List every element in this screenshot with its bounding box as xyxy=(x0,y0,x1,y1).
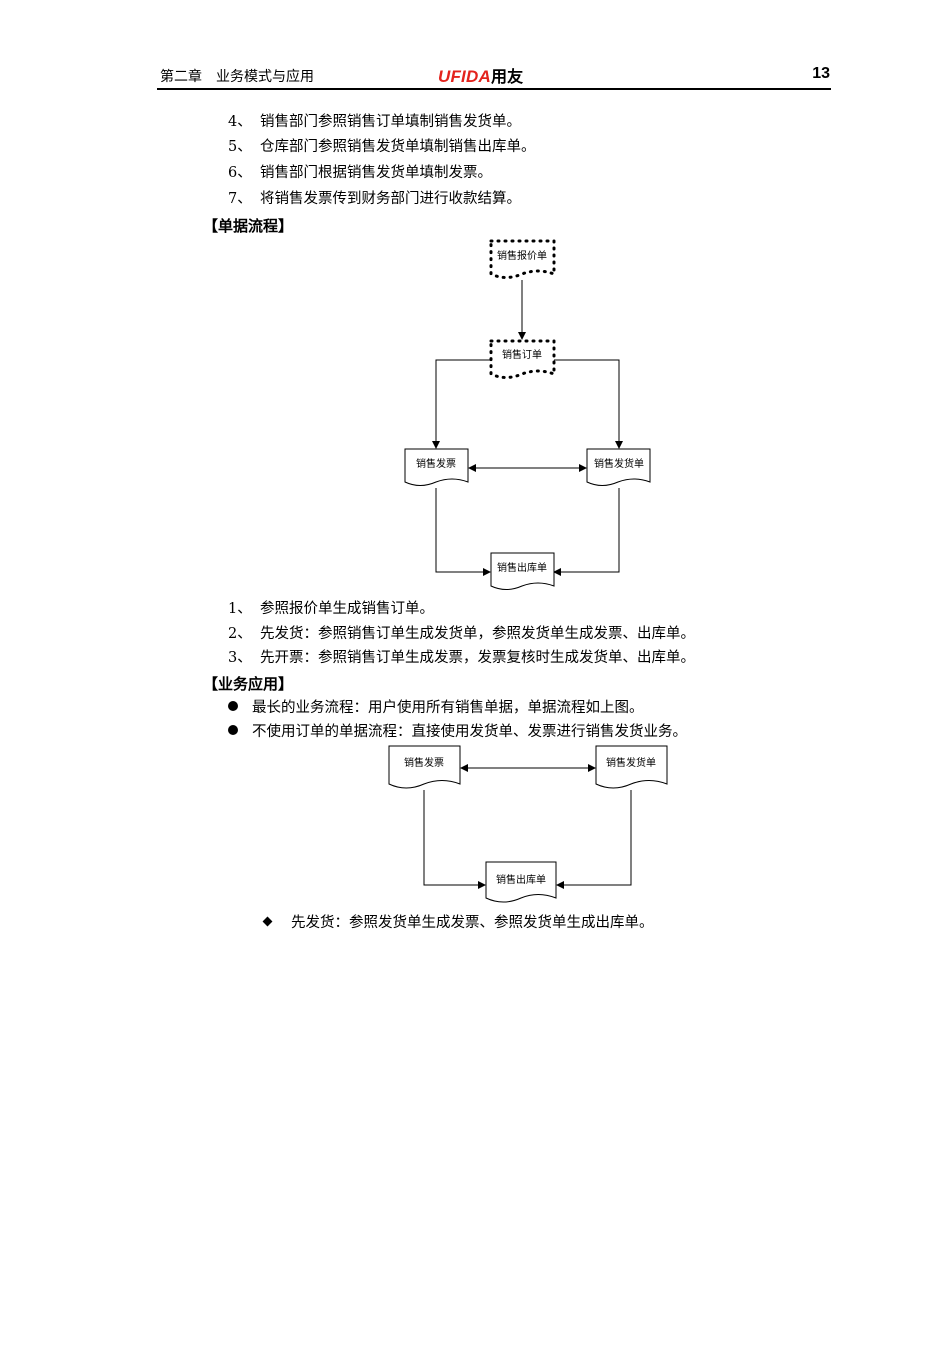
arrow-order-invoice xyxy=(432,359,491,449)
node-outbound-label: 销售出库单 xyxy=(497,561,547,574)
page-number: 13 xyxy=(812,65,830,82)
node-invoice: 销售发票 xyxy=(388,745,461,789)
bullet-dot-icon xyxy=(228,725,238,735)
arrow-invoice-outbound xyxy=(423,790,486,889)
node-delivery-label: 销售发货单 xyxy=(594,457,644,470)
node-quote: 销售报价单 xyxy=(489,239,556,279)
step-text: 先发货：参照销售订单生成发货单，参照发货单生成发票、出库单。 xyxy=(260,626,695,642)
step-number: 2、 xyxy=(228,626,252,642)
step-item: 1、参照报价单生成销售订单。 xyxy=(228,599,434,619)
bullet-text: 不使用订单的单据流程：直接使用发货单、发票进行销售发货业务。 xyxy=(252,724,687,740)
node-delivery: 销售发货单 xyxy=(586,448,651,486)
step-number: 5、 xyxy=(228,139,252,155)
sub-bullet-item: 先发货：参照发货单生成发票、参照发货单生成出库单。 xyxy=(262,913,654,933)
step-number: 4、 xyxy=(228,114,252,130)
step-item: 7、将销售发票传到财务部门进行收款结算。 xyxy=(228,189,521,209)
step-item: 3、先开票：参照销售订单生成发票，发票复核时生成发货单、出库单。 xyxy=(228,648,695,668)
bullet-item: 不使用订单的单据流程：直接使用发货单、发票进行销售发货业务。 xyxy=(228,722,687,742)
section-doc-flow: 【单据流程】 xyxy=(203,217,294,235)
step-text: 参照报价单生成销售订单。 xyxy=(260,601,434,617)
step-text: 销售部门参照销售订单填制销售发货单。 xyxy=(260,114,521,130)
step-item: 2、先发货：参照销售订单生成发货单，参照发货单生成发票、出库单。 xyxy=(228,624,695,644)
node-outbound-label: 销售出库单 xyxy=(496,873,546,886)
node-outbound: 销售出库单 xyxy=(490,552,555,590)
step-text: 销售部门根据销售发货单填制发票。 xyxy=(260,165,492,181)
step-item: 5、仓库部门参照销售发货单填制销售出库单。 xyxy=(228,137,536,157)
header-rule xyxy=(157,88,831,90)
section-biz-app: 【业务应用】 xyxy=(203,675,294,693)
arrow-delivery-outbound xyxy=(553,488,620,576)
step-text: 先开票：参照销售订单生成发票，发票复核时生成发货单、出库单。 xyxy=(260,650,695,666)
step-item: 6、销售部门根据销售发货单填制发票。 xyxy=(228,163,492,183)
ufida-logo: UFIDA用友 xyxy=(438,63,523,87)
arrow-delivery-outbound xyxy=(556,790,632,889)
step-item: 4、销售部门参照销售订单填制销售发货单。 xyxy=(228,112,521,132)
bullet-item: 最长的业务流程：用户使用所有销售单据，单据流程如上图。 xyxy=(228,698,644,718)
step-number: 3、 xyxy=(228,650,252,666)
step-text: 将销售发票传到财务部门进行收款结算。 xyxy=(260,191,521,207)
node-delivery-label: 销售发货单 xyxy=(606,756,656,769)
step-number: 1、 xyxy=(228,601,252,617)
step-number: 7、 xyxy=(228,191,252,207)
node-invoice-label: 销售发票 xyxy=(416,457,456,470)
node-delivery: 销售发货单 xyxy=(595,745,668,789)
node-outbound: 销售出库单 xyxy=(485,861,557,903)
step-text: 仓库部门参照销售发货单填制销售出库单。 xyxy=(260,139,536,155)
diamond-bullet-icon xyxy=(262,916,273,927)
logo-cn: 用友 xyxy=(490,69,524,86)
arrow-order-delivery xyxy=(554,359,623,449)
node-order: 销售订单 xyxy=(489,339,556,379)
logo-brand: UFIDA xyxy=(438,67,491,86)
step-number: 6、 xyxy=(228,165,252,181)
bullet-dot-icon xyxy=(228,701,238,711)
bullet-text: 最长的业务流程：用户使用所有销售单据，单据流程如上图。 xyxy=(252,700,644,716)
node-order-label: 销售订单 xyxy=(502,348,542,361)
node-invoice-label: 销售发票 xyxy=(404,756,444,769)
sub-bullet-text: 先发货：参照发货单生成发票、参照发货单生成出库单。 xyxy=(291,915,654,931)
chapter-title: 第二章 业务模式与应用 xyxy=(160,69,314,85)
node-invoice: 销售发票 xyxy=(404,448,469,486)
arrow-invoice-outbound xyxy=(435,488,491,576)
node-quote-label: 销售报价单 xyxy=(497,249,547,262)
